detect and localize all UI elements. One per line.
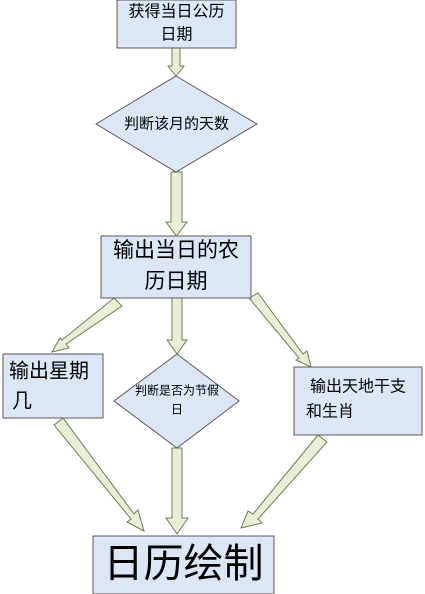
output-lunar-date-line2: 历日期	[145, 269, 208, 293]
node-output-weekday	[2, 353, 104, 419]
judge-holiday-line2: 日	[171, 403, 183, 417]
arrow-lunar-to-holiday	[166, 297, 188, 355]
judge-holiday-line1: 判断是否为节假	[135, 383, 219, 398]
arrow-weekday-to-calendar	[53, 417, 145, 532]
calendar-drawing-text: 日历绘制	[104, 541, 264, 587]
node-calendar-drawing	[92, 535, 275, 594]
output-ganzhi-zodiac-line2: 和生肖	[306, 402, 354, 421]
arrow-solar-to-judge-days	[166, 47, 186, 77]
node-output-lunar-date	[100, 235, 252, 299]
arrow-lunar-to-weekday	[50, 297, 123, 353]
output-lunar-date-line1: 输出当日的农	[113, 238, 239, 262]
output-ganzhi-zodiac-line1: 输出天地干支	[310, 377, 406, 396]
output-weekday-line2: 几	[12, 389, 32, 413]
arrow-holiday-to-calendar	[165, 447, 189, 535]
arrow-judge-days-to-lunar	[165, 171, 188, 237]
flow-labels: 获得当日公历 日期 判断该月的天数 输出当日的农 历日期 输出星期 几 判断是否…	[9, 2, 406, 588]
get-solar-date-line2: 日期	[160, 25, 192, 44]
node-judge-holiday	[113, 353, 240, 449]
judge-month-days-text: 判断该月的天数	[124, 115, 229, 133]
output-weekday-line1: 输出星期	[9, 359, 89, 383]
arrow-ganzhi-to-calendar	[240, 434, 328, 529]
arrow-lunar-to-ganzhi	[248, 292, 312, 368]
get-solar-date-line1: 获得当日公历	[128, 2, 224, 21]
node-output-ganzhi-zodiac	[293, 366, 423, 436]
node-judge-month-days	[95, 75, 258, 173]
node-get-solar-date	[116, 0, 237, 49]
flow-arrows	[50, 47, 328, 535]
